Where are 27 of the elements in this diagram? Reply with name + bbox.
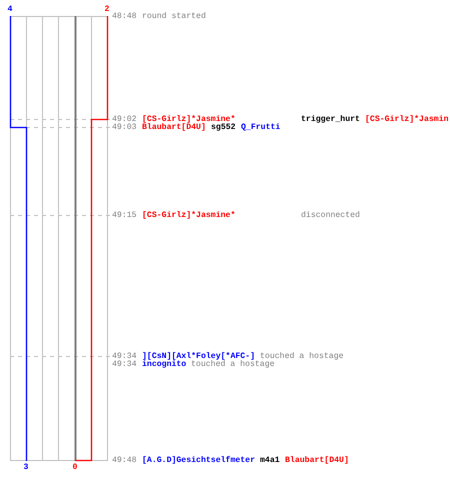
timestamp: 49:15	[112, 210, 137, 220]
player-name: ][CsN][Axl*Foley[*AFC-]	[142, 352, 256, 360]
event-text: round started	[142, 12, 206, 20]
count-label: 4	[8, 4, 12, 14]
player-name: [CS-Girlz]*Jasmine*	[142, 210, 236, 220]
player-name: [CS-Girlz]*Jasmine*	[142, 114, 236, 124]
player-name: [CS-Girlz]*Jasmin	[365, 114, 449, 124]
event-text: disconnected	[301, 210, 360, 220]
timestamp: 49:34	[112, 360, 137, 368]
player-name: Blaubart[D4U]	[285, 456, 349, 464]
event-text: trigger_hurt	[301, 114, 360, 124]
timestamp: 49:03	[112, 122, 137, 132]
weapon-name: sg552	[211, 122, 236, 132]
player-name: incognito	[142, 360, 186, 368]
player-name: Q_Frutti	[241, 122, 280, 132]
player-name: [A.G.D]Gesichtselfmeter	[142, 456, 256, 464]
weapon-name: m4a1	[260, 456, 280, 464]
player-name: Blaubart[D4U]	[142, 122, 206, 132]
timestamp: 49:34	[112, 352, 137, 360]
event-text: touched a hostage	[260, 352, 344, 360]
count-label: 2	[104, 4, 110, 14]
count-label: 0	[72, 462, 78, 472]
timestamp: 48:48	[112, 12, 137, 20]
count-label: 3	[24, 462, 28, 472]
event-text: touched a hostage	[191, 360, 275, 368]
timestamp: 49:02	[112, 114, 137, 124]
timestamp: 49:48	[112, 456, 137, 464]
